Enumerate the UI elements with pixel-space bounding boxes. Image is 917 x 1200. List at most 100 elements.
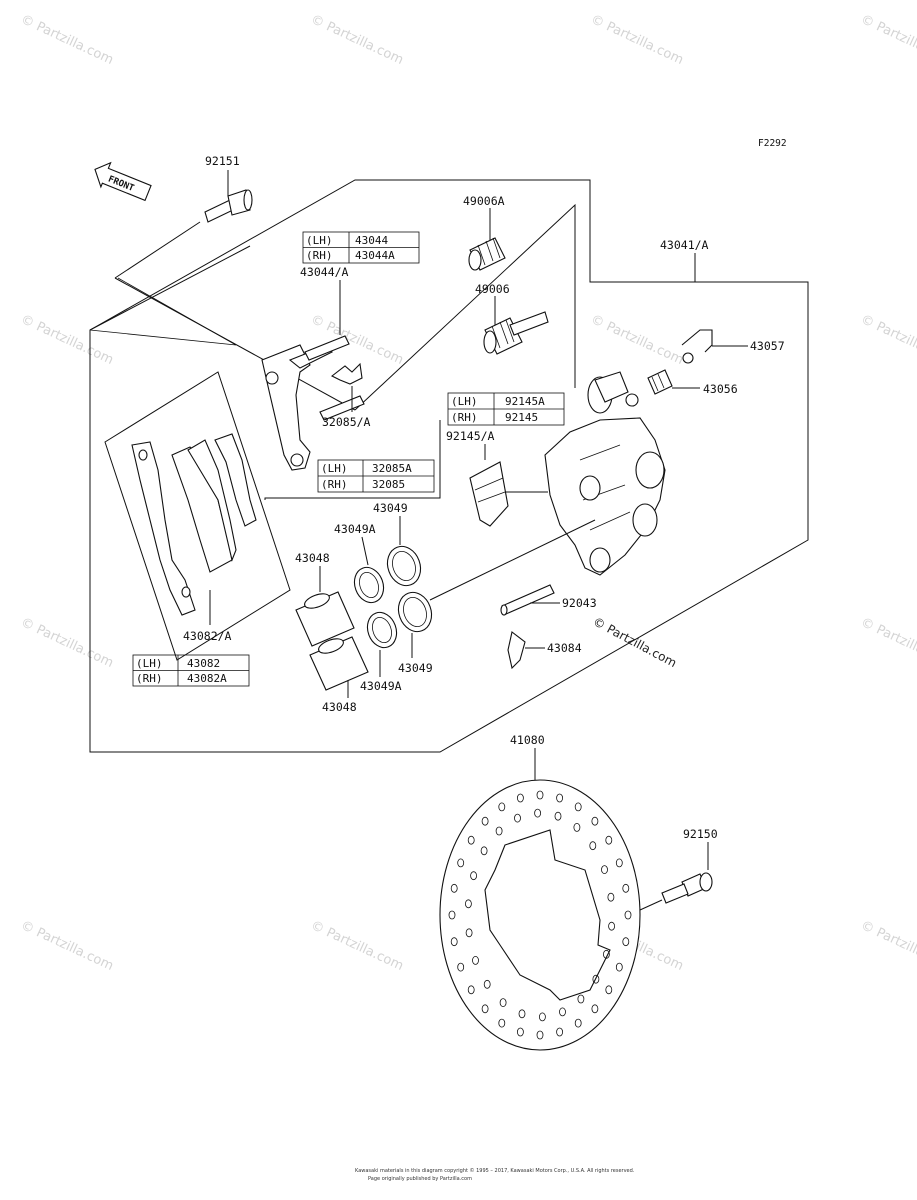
callout-43084: 43084 [547,641,582,655]
spring-table-side: (RH) [321,478,348,491]
callout-49006: 49006 [475,282,510,296]
callout-43048: 43048 [295,551,330,565]
holder-table-side: (RH) [306,249,333,262]
cotter-pin-icon [507,631,526,670]
holder-frame [89,245,251,331]
callout-43049: 43049 [373,501,408,515]
callout-92151: 92151 [205,154,240,168]
disc-hole [498,1018,506,1028]
pads-table: (LH) 43082 (RH) 43082A [132,654,250,687]
watermark: © Partzilla.com [18,12,115,68]
piston-icon [309,636,369,691]
disc-hole [481,816,489,826]
clip-table-side: (LH) [451,395,478,408]
disc-hole [480,846,488,856]
holder-table-part: 43044 [355,234,388,247]
disc-hole [591,1004,599,1014]
holder-frame [114,277,356,411]
brake-pads-icon [131,433,257,616]
holder-subassembly-frame [89,277,237,346]
callout-43082-a: 43082/A [183,629,232,643]
caliper-holder-icon [261,335,365,471]
watermark: © Partzilla.com [18,615,115,671]
clip-table-part: 92145 [505,411,538,424]
pad-pin-icon [500,584,555,616]
disc-hole [450,937,458,947]
dust-seal-icon [366,611,398,649]
callout-43041-a: 43041/A [660,238,709,252]
disc-hole [615,962,623,972]
caliper-body-icon [544,371,666,576]
disc-hole [605,835,613,845]
disc-hole [601,865,608,874]
pads-table-side: (RH) [136,672,163,685]
disc-hole [605,985,613,995]
disc-hole [483,979,491,989]
watermark: © Partzilla.com [588,312,685,368]
front-arrow-icon: FRONT [94,161,152,202]
spring-table-side: (LH) [321,462,348,475]
disc-hole [624,910,632,920]
pads-table-part: 43082A [187,672,227,685]
disc-hole [472,956,479,965]
watermark: © Partzilla.com [308,312,405,368]
disc-bolt-icon [661,872,713,904]
disc-hole [573,823,581,832]
disc-hole [534,808,541,818]
holder-table-side: (LH) [306,234,333,247]
disc-hole [450,883,458,893]
disc-hole [517,793,524,803]
piston-icon [295,591,355,647]
callout-92145-a: 92145/A [446,429,495,443]
disc-hole [464,899,472,909]
disc-hole [465,928,473,938]
disc-hole [603,949,610,959]
brake-disc-icon [439,779,641,1051]
piston-seal-icon [397,591,433,633]
footer-credit: Page originally published by Partzilla.c… [368,1176,472,1182]
spring-table: (LH) 32085A (RH) 32085 [317,459,435,493]
disc-hole [517,1027,524,1037]
disc-hole [470,871,478,881]
disc-hole [539,1012,546,1022]
bolt-icon [204,170,253,223]
watermark: © Partzilla.com [308,12,405,68]
callout-92150: 92150 [683,827,718,841]
disc-hole [622,883,630,893]
clip-table-side: (RH) [451,411,478,424]
disc-hole [457,962,465,972]
callout-43049a: 43049A [334,522,376,536]
callout-43057: 43057 [750,339,785,353]
callout-43044-a: 43044/A [300,265,349,279]
holder-frame [354,203,576,411]
bleed-cap-icon [681,329,713,364]
disc-hole [467,985,475,995]
disc-hole [448,910,456,920]
disc-hole [556,793,563,803]
disc-hole [498,802,506,812]
disc-hole [481,1004,489,1014]
disc-hole [592,974,600,984]
holder-table-part: 43044A [355,249,395,262]
disc-hole [589,841,597,851]
disc-hole [559,1007,566,1017]
disc-hole [495,826,503,836]
disc-hole [574,802,582,812]
watermark: © Partzilla.com [18,312,115,368]
disc-hole [536,790,544,800]
watermark: © Partzilla.com [18,918,115,974]
callout-43048: 43048 [322,700,357,714]
pads-frame [104,371,291,661]
figure-code: F2292 [758,138,787,149]
dust-seal-icon [353,566,385,604]
disc-hole [467,835,475,845]
clip-table: (LH) 92145A (RH) 92145 [447,392,565,426]
piston-seal-icon [386,545,422,587]
pad-spring-icon [330,362,363,385]
disc-hole [622,937,630,947]
disc-hole [499,998,507,1007]
holder-table: (LH) 43044 (RH) 43044A [302,231,420,264]
watermark: © Partzilla.com [858,615,917,671]
callout-32085-a: 32085/A [322,415,371,429]
